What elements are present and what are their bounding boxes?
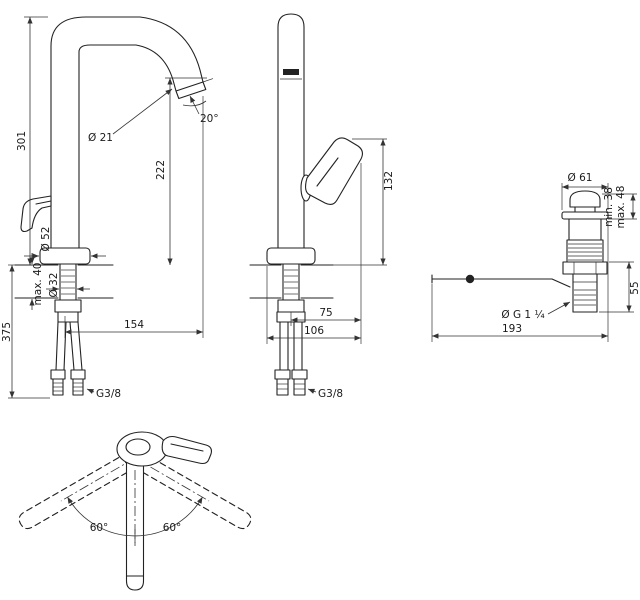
handle-detail-line: [316, 157, 339, 187]
hose-edge: [69, 321, 75, 371]
spout-tip-face: [175, 81, 204, 92]
hose-nut: [291, 369, 308, 380]
swivel-centerline-left: [60, 457, 136, 502]
dim-spout-diameter-label: Ø 21: [88, 132, 113, 144]
drain-assembly-view: [431, 190, 609, 313]
spout-position-right-dashed: [125, 447, 252, 530]
hose-nut: [274, 369, 291, 380]
dim-min-depth-label: min. 38: [603, 187, 615, 227]
dim-waste-thread-label: Ø G 1 ¼: [501, 309, 544, 321]
handle-detail-line: [35, 200, 52, 205]
hose-connector: [293, 378, 306, 396]
dim-handle-reach-label: 106: [304, 325, 324, 337]
hose-edge: [77, 321, 83, 371]
handle-detail-line: [170, 443, 204, 452]
dim-connection-label: G3/8: [96, 388, 121, 400]
leader-line: [307, 388, 317, 394]
dim-total-height-label: 301: [16, 131, 28, 151]
dim-deck-thickness-label: max. 40: [32, 263, 44, 306]
hose-connector: [276, 378, 289, 396]
dim-body-height-label: 55: [629, 281, 640, 294]
dim-spout-height-label: 222: [155, 160, 167, 180]
aerator-band: [175, 81, 207, 100]
dim-rod-length-label: 193: [502, 323, 522, 335]
dim-spout-reach-label: 154: [124, 319, 144, 331]
hose-edge: [55, 321, 59, 371]
spout-inner-edge: [78, 44, 177, 249]
waste-nut: [562, 261, 608, 275]
leader-line: [112, 88, 173, 135]
side-view-dimensions: 301 375 222 Ø 21 20° Ø 52 Ø 32 max. 40 1…: [1, 16, 219, 400]
angle-arc: [182, 100, 207, 107]
dim-base-diameter-label: Ø 52: [40, 227, 52, 252]
spout-position-left-dashed: [18, 447, 145, 530]
rod-knob: [465, 274, 475, 284]
hose-nut: [50, 369, 66, 380]
dim-spout-angle-label: 20°: [200, 113, 219, 125]
dim-swivel-left-label: 60°: [90, 522, 109, 534]
waste-thread-section: [566, 239, 604, 263]
base-flange: [266, 247, 316, 265]
mounting-nut: [277, 299, 305, 313]
aerator-front: [283, 69, 299, 75]
leader-line: [547, 301, 571, 315]
handle-top-view: [161, 435, 212, 465]
dim-handle-height-label: 132: [383, 171, 395, 191]
dim-swivel-right-label: 60°: [163, 522, 182, 534]
mounting-nut: [54, 299, 82, 313]
dim-flange-diameter-label: Ø 61: [568, 172, 593, 184]
faucet-body-top: [116, 431, 168, 467]
leader-line: [189, 95, 200, 115]
column-outline: [277, 13, 305, 249]
faucet-body-inner: [125, 438, 151, 456]
dim-handle-offset-label: 75: [319, 307, 332, 319]
base-flange: [39, 247, 91, 265]
dim-max-depth-label: max. 48: [615, 186, 627, 229]
swivel-range-view: 60° 60°: [18, 431, 252, 591]
dim-install-height-label: 375: [1, 322, 13, 342]
leader-line: [86, 388, 95, 394]
drain-dimensions: Ø 61 min. 38 max. 48 55 Ø G 1 ¼ 193: [431, 172, 640, 342]
spout-outer-edge: [50, 16, 204, 249]
rod-linkage: [551, 278, 571, 288]
hose-nut: [70, 369, 86, 380]
hose-block: [57, 311, 79, 323]
waste-flange: [561, 211, 609, 220]
waste-dome-cap: [569, 190, 601, 208]
front-view-dimensions: 132 75 106 G3/8: [266, 138, 395, 400]
handle-lever-front: [304, 137, 364, 206]
tip-face-extension: [202, 78, 214, 83]
faucet-side-view: [14, 16, 214, 396]
dim-hole-diameter-label: Ø 32: [48, 273, 60, 298]
dim-connection-label: G3/8: [318, 388, 343, 400]
handle-lever-side: [20, 195, 52, 233]
